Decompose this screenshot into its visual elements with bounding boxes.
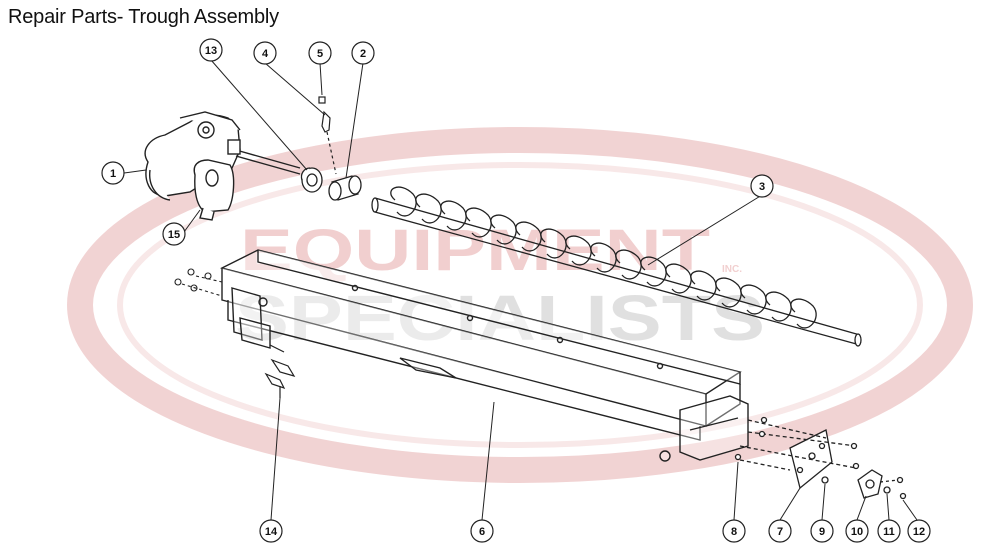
callout-8: 8 xyxy=(722,519,746,543)
callout-10: 10 xyxy=(845,519,869,543)
clamp xyxy=(264,344,296,398)
left-hardware xyxy=(174,268,223,297)
svg-text:1: 1 xyxy=(110,168,116,180)
callout-13: 13 xyxy=(199,38,223,62)
svg-text:2: 2 xyxy=(360,48,366,60)
svg-text:14: 14 xyxy=(265,526,278,538)
svg-text:5: 5 xyxy=(317,48,323,60)
callout-9: 9 xyxy=(810,519,834,543)
callout-7: 7 xyxy=(768,519,792,543)
svg-text:3: 3 xyxy=(759,181,765,193)
callout-1: 1 xyxy=(101,161,125,185)
svg-text:11: 11 xyxy=(883,526,895,538)
svg-text:4: 4 xyxy=(262,48,269,60)
bearing xyxy=(300,167,323,193)
callout-3: 3 xyxy=(750,174,774,198)
callout-11: 11 xyxy=(877,519,901,543)
svg-text:6: 6 xyxy=(479,526,485,538)
svg-text:12: 12 xyxy=(913,526,925,538)
callout-14: 14 xyxy=(259,519,283,543)
auger xyxy=(371,186,862,347)
svg-text:9: 9 xyxy=(819,526,825,538)
flange-bearing xyxy=(821,469,907,500)
page-title: Repair Parts- Trough Assembly xyxy=(8,6,279,28)
callout-4: 4 xyxy=(253,41,277,65)
watermark: EQUIPMENT INC. SPECIALISTS xyxy=(67,127,973,483)
callout-5: 5 xyxy=(308,41,332,65)
gear-motor xyxy=(144,111,301,221)
callouts: 1 2 3 4 5 6 7 8 9 10 11 12 13 14 15 xyxy=(101,38,931,543)
coupler xyxy=(328,175,362,201)
callout-2: 2 xyxy=(351,41,375,65)
svg-text:8: 8 xyxy=(731,526,737,538)
trough xyxy=(220,249,749,462)
svg-text:13: 13 xyxy=(205,45,217,57)
watermark-suffix: INC. xyxy=(722,264,742,275)
callout-12: 12 xyxy=(907,519,931,543)
bolt-and-nut xyxy=(318,96,337,175)
callout-15: 15 xyxy=(162,222,186,246)
svg-text:15: 15 xyxy=(168,229,180,241)
callout-6: 6 xyxy=(470,519,494,543)
svg-text:10: 10 xyxy=(851,526,863,538)
svg-text:7: 7 xyxy=(777,526,783,538)
leader-lines xyxy=(123,59,918,521)
watermark-line1: EQUIPMENT xyxy=(240,218,710,283)
end-plate xyxy=(734,416,860,490)
